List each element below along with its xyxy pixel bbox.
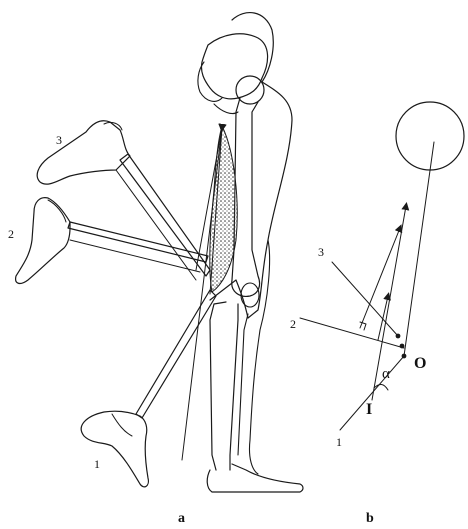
patella [241,283,259,307]
point-O [402,354,407,359]
alpha-label: α [382,366,390,382]
panel-b-caption: b [366,511,374,526]
force-line-3 [182,128,222,460]
leg-label-3: 3 [56,133,62,147]
leg-position-1 [81,290,216,487]
foot-1-heel [112,414,132,436]
panel-a-caption: a [178,511,185,526]
femoral-head [236,76,264,104]
point-3 [396,334,401,339]
line-label-3: 3 [318,245,324,259]
line-label-2: 2 [290,317,296,331]
tibia [210,302,238,470]
foot-1 [81,411,148,487]
line-1 [340,356,404,430]
point-2 [400,344,405,349]
foot-3 [37,121,130,184]
pelvis-bone [201,34,267,99]
shank-3 [120,154,210,276]
femoral-head-circle [396,102,464,170]
origin-label: O [414,355,426,372]
femur-axis-line [404,142,434,356]
insertion-label: I [366,401,372,418]
panel-a: 3 2 1 a [8,13,303,526]
line-3 [332,262,398,336]
panel-b: 3 2 1 O I α b [290,102,464,526]
shank-3-fibula [116,170,196,280]
leg-label-1: 1 [94,457,100,471]
alpha-arc [374,384,388,390]
line-label-1: 1 [336,435,342,449]
ischium [214,104,238,114]
leg-label-2: 2 [8,227,14,241]
standing-foot [207,464,303,492]
line-2 [300,318,404,348]
thigh-1 [136,290,216,418]
leg-outline [249,240,269,474]
fibula [238,314,248,455]
foot-2-heel [48,200,66,222]
force-vector-mid [360,228,400,328]
shank-2 [68,222,208,262]
foot-2 [16,198,70,284]
